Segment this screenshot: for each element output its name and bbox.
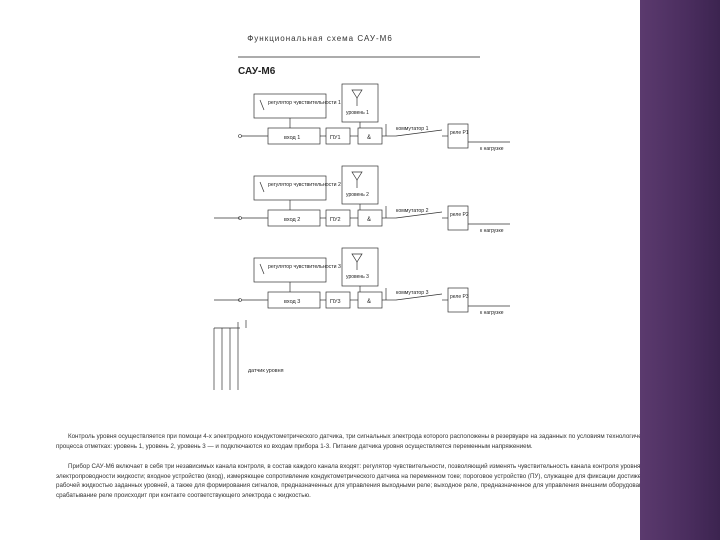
relay-box <box>447 123 469 149</box>
and-label: & <box>367 135 371 141</box>
threshold-label: ПУ1 <box>330 135 341 141</box>
level-label: уровень 1 <box>346 110 369 116</box>
decorative-side-band <box>640 0 720 540</box>
channel-3: регулятор чувствительности 3 вход 3 ПУ3 … <box>238 247 510 316</box>
regulator-label: регулятор чувствительности 2 <box>268 182 341 188</box>
regulator-box <box>253 93 327 119</box>
switch-label: коммутатор 1 <box>396 126 429 132</box>
load-label: к нагрузке <box>480 310 504 316</box>
slide-title: Функциональная схема САУ-М6 <box>247 34 393 43</box>
regulator-label: регулятор чувствительности 3 <box>268 264 341 270</box>
sensor-wiring <box>213 217 247 390</box>
sensor-label: датчик уровня <box>248 368 284 374</box>
regulator-box <box>253 175 327 201</box>
device-label: САУ-М6 <box>238 66 276 77</box>
level-label: уровень 3 <box>346 274 369 280</box>
paragraph-1: Контроль уровня осуществляется при помощ… <box>56 433 657 450</box>
input-label: вход 1 <box>284 135 300 141</box>
level-label: уровень 2 <box>346 192 369 198</box>
load-label: к нагрузке <box>480 146 504 152</box>
switch-label: коммутатор 3 <box>396 290 429 296</box>
relay-box <box>447 287 469 313</box>
and-label: & <box>367 299 371 305</box>
load-label: к нагрузке <box>480 228 504 234</box>
channel-1: регулятор чувствительности 1 вход 1 ПУ1 … <box>238 83 510 152</box>
input-label: вход 2 <box>284 217 300 223</box>
relay-label: реле Р2 <box>450 212 469 218</box>
and-label: & <box>367 217 371 223</box>
relay-box <box>447 205 469 231</box>
channel-2: регулятор чувствительности 2 вход 2 ПУ2 … <box>238 165 510 234</box>
threshold-label: ПУ2 <box>330 217 341 223</box>
functional-diagram: САУ-М6 <box>213 56 510 390</box>
input-label: вход 3 <box>284 299 300 305</box>
paragraph-2: Прибор САУ-М6 включает в себя три незави… <box>56 463 656 499</box>
slide-page: Функциональная схема САУ-М6 САУ-М6 <box>56 34 657 499</box>
threshold-label: ПУ3 <box>330 299 341 305</box>
relay-label: реле Р1 <box>450 130 469 136</box>
regulator-label: регулятор чувствительности 1 <box>268 100 341 106</box>
regulator-box <box>253 257 327 283</box>
switch-label: коммутатор 2 <box>396 208 429 214</box>
relay-label: реле Р3 <box>450 294 469 300</box>
